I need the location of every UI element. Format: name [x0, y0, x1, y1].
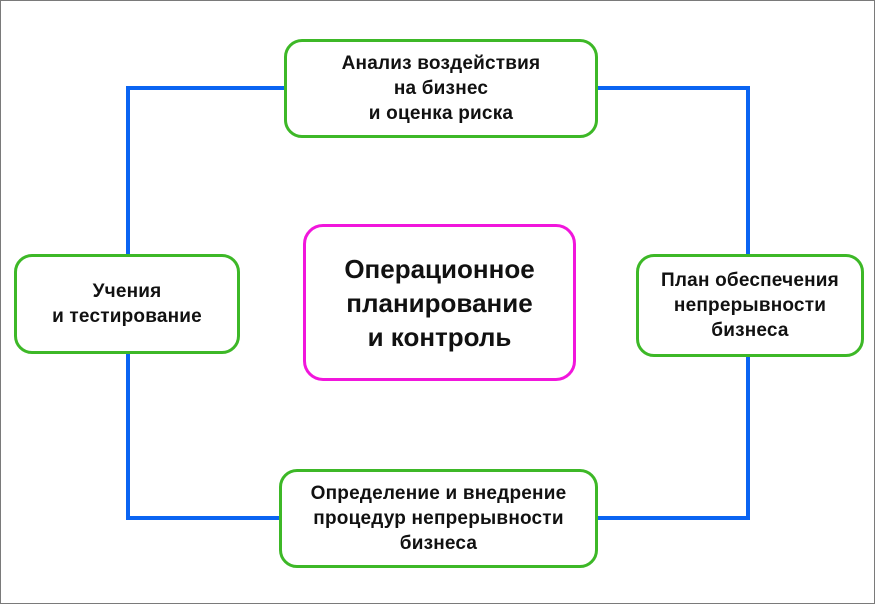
- node-continuity-procedures: Определение и внедрение процедур непреры…: [279, 469, 598, 568]
- node-business-impact-analysis: Анализ воздействия на бизнес и оценка ри…: [284, 39, 598, 138]
- node-operational-planning-and-control: Операционное планирование и контроль: [303, 224, 576, 381]
- node-training-and-testing: Учения и тестирование: [14, 254, 240, 354]
- node-business-continuity-plan: План обеспечения непрерывности бизнеса: [636, 254, 864, 357]
